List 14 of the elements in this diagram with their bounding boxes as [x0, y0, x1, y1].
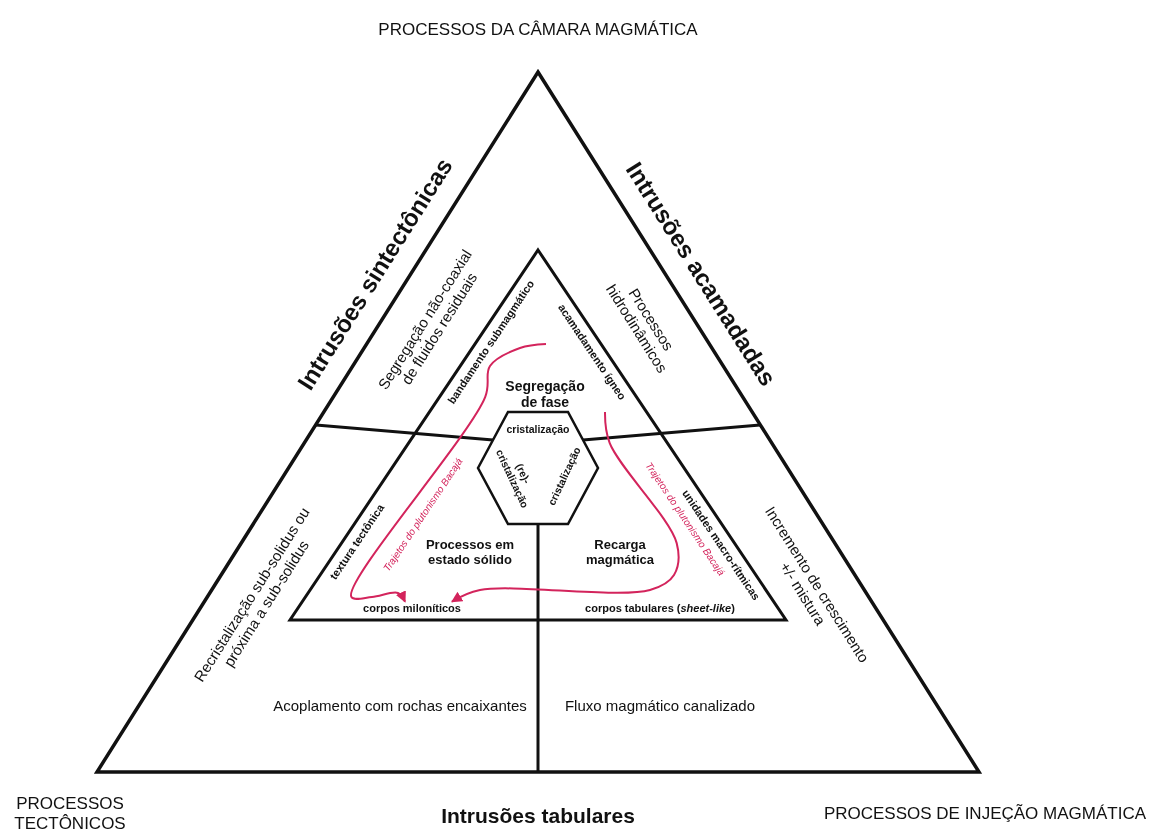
process-label: Fluxo magmático canalizado: [564, 697, 756, 715]
arrow: [350, 343, 547, 603]
zone-label: Segregação de fase: [504, 377, 586, 411]
hexagon-label: cristalização: [506, 422, 570, 436]
side-label: Intrusões tabulares: [441, 803, 635, 829]
arrow: [451, 411, 680, 603]
feature-label: corpos tabulares (sheet-like): [585, 601, 735, 615]
corner-label: PROCESSOS DE INJEÇÃO MAGMÁTICA: [823, 804, 1146, 824]
process-label: Acoplamento com rochas encaixantes: [273, 697, 527, 715]
outer-triangle: [97, 72, 979, 772]
hexagon: [478, 412, 598, 524]
node-label: corpos miloníticos: [363, 601, 461, 615]
corner-label: PROCESSOS TECTÔNICOS: [13, 794, 127, 834]
corner-label: PROCESSOS DA CÂMARA MAGMÁTICA: [378, 20, 698, 40]
